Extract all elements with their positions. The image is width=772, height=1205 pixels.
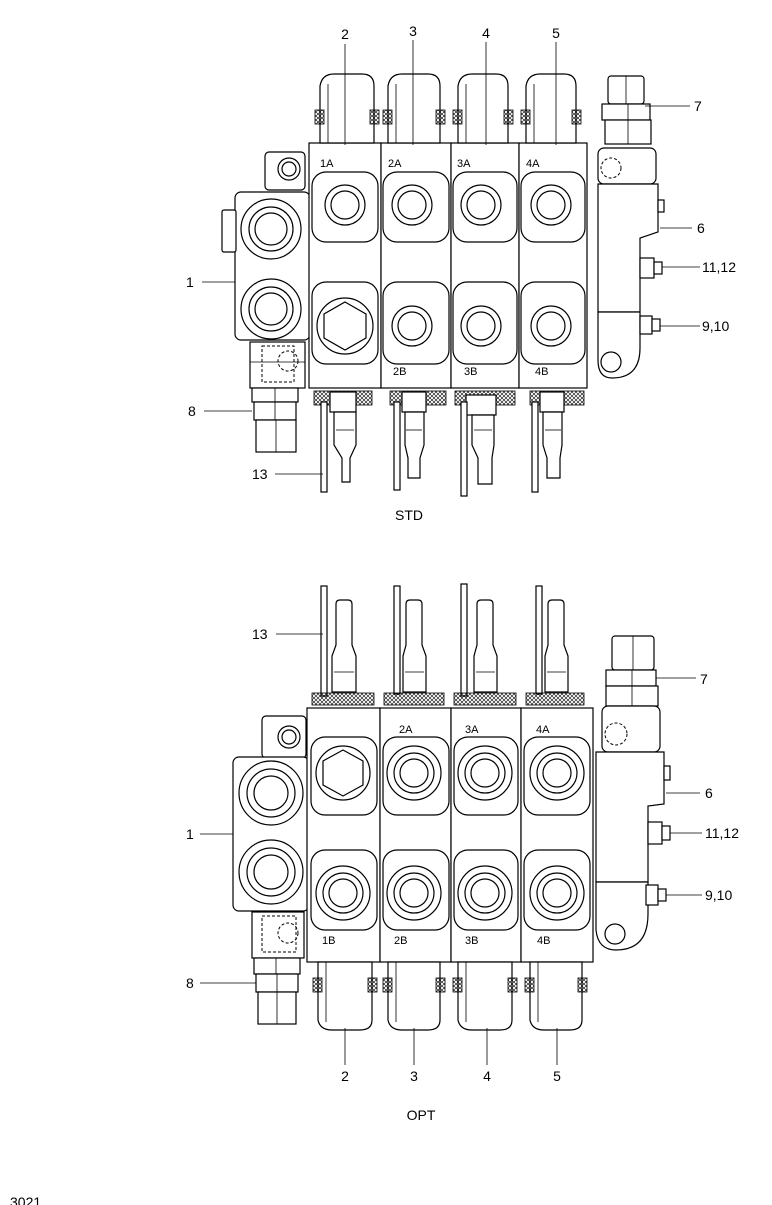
std-leader-lines <box>202 40 700 475</box>
std-fitting-8 <box>249 341 306 453</box>
opt-port-4a: 4A <box>536 724 550 736</box>
opt-port-3a: 3A <box>465 724 479 736</box>
std-callout-13: 13 <box>252 466 268 482</box>
opt-port-2a: 2A <box>399 724 413 736</box>
opt-port-2b: 2B <box>394 935 407 947</box>
std-callout-8: 8 <box>188 403 196 419</box>
opt-port-3b: 3B <box>465 935 478 947</box>
std-callout-4: 4 <box>482 25 490 41</box>
std-callout-7: 7 <box>694 98 702 114</box>
opt-callout-9-10: 9,10 <box>705 887 732 903</box>
std-callout-3: 3 <box>409 23 417 39</box>
std-port-3b: 3B <box>464 366 477 378</box>
std-port-4b: 4B <box>535 366 548 378</box>
std-callout-11-12: 11,12 <box>702 259 736 275</box>
opt-caption: OPT <box>407 1107 436 1123</box>
std-callout-2: 2 <box>341 26 349 42</box>
std-port-3a: 3A <box>457 158 471 170</box>
std-caption: STD <box>395 507 423 523</box>
opt-outlet-housing <box>595 635 671 951</box>
opt-fitting-8 <box>251 911 305 1025</box>
opt-callout-3: 3 <box>410 1068 418 1084</box>
opt-leader-lines <box>200 633 702 1065</box>
opt-callout-2: 2 <box>341 1068 349 1084</box>
std-port-1a: 1A <box>320 158 334 170</box>
opt-callout-1: 1 <box>186 826 194 842</box>
opt-view: 13 7 6 11,12 9,10 1 8 2 3 4 5 2A 3A 4A 1… <box>186 583 739 1123</box>
opt-port-1b: 1B <box>322 935 335 947</box>
std-callout-6: 6 <box>697 220 705 236</box>
opt-callout-11-12: 11,12 <box>705 825 739 841</box>
std-outlet-housing <box>597 75 665 379</box>
std-callout-1: 1 <box>186 274 194 290</box>
std-labels: 2 3 4 5 7 6 11,12 9,10 1 8 13 1A 2A 3A 4… <box>186 23 736 523</box>
std-callout-9-10: 9,10 <box>702 318 729 334</box>
opt-port-4b: 4B <box>537 935 550 947</box>
opt-callout-7: 7 <box>700 671 708 687</box>
std-inlet-housing <box>221 151 311 341</box>
std-spool-caps <box>314 73 582 144</box>
std-port-2b: 2B <box>393 366 406 378</box>
std-valve-sections <box>308 142 588 389</box>
opt-callout-5: 5 <box>553 1068 561 1084</box>
drawing-code: 3021 <box>10 1194 41 1205</box>
opt-spool-ends <box>311 583 585 706</box>
opt-inlet-housing <box>232 715 310 912</box>
opt-callout-13: 13 <box>252 626 268 642</box>
opt-spool-caps <box>312 961 588 1031</box>
std-port-4a: 4A <box>526 158 540 170</box>
opt-labels: 13 7 6 11,12 9,10 1 8 2 3 4 5 2A 3A 4A 1… <box>186 626 739 1123</box>
opt-callout-8: 8 <box>186 975 194 991</box>
std-view: 2 3 4 5 7 6 11,12 9,10 1 8 13 1A 2A 3A 4… <box>186 23 736 523</box>
std-port-2a: 2A <box>388 158 402 170</box>
opt-callout-4: 4 <box>483 1068 491 1084</box>
std-callout-5: 5 <box>552 25 560 41</box>
opt-callout-6: 6 <box>705 785 713 801</box>
opt-valve-sections <box>306 707 594 963</box>
std-spool-ends <box>313 390 585 497</box>
